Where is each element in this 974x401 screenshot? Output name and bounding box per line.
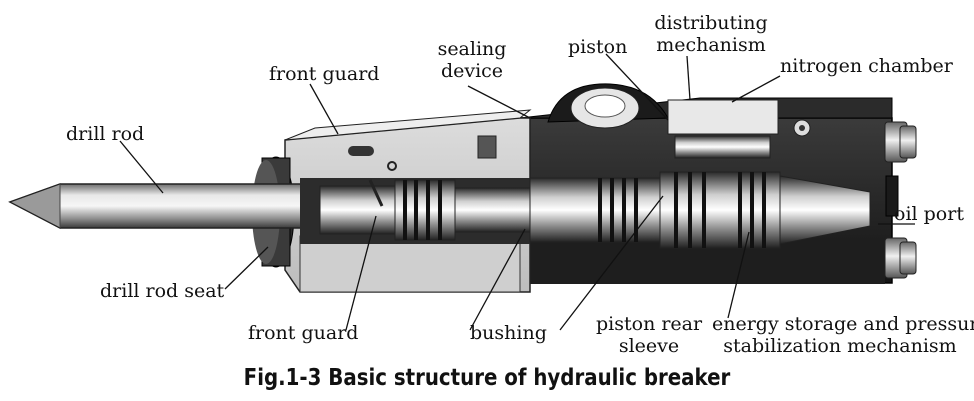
pin	[368, 161, 397, 207]
label-sealing-device-line2: device	[440, 60, 504, 82]
label-piston-rear-line2: sleeve	[618, 335, 680, 357]
label-sealing-device-line1: sealing	[437, 38, 507, 60]
label-nitrogen-chamber: nitrogen chamber	[780, 55, 953, 77]
distributing-mechanism	[547, 83, 811, 159]
seal-rings	[403, 172, 766, 248]
label-distributing-mechanism: distributing mechanism	[650, 12, 772, 56]
label-front-guard-top: front guard	[269, 63, 380, 85]
label-energy-line2: stabilization mechanism	[723, 335, 957, 357]
leader-lines	[119, 53, 915, 331]
label-sealing-device: sealing device	[432, 38, 512, 82]
drill-rod	[8, 183, 321, 229]
label-oil-port: oil port	[894, 203, 964, 225]
piston-assembly	[319, 171, 871, 249]
label-drill-rod: drill rod	[66, 123, 145, 145]
label-energy-storage: energy storage and pressure stabilizatio…	[712, 313, 974, 357]
figure-caption: Fig.1-3 Basic structure of hydraulic bre…	[243, 365, 731, 391]
label-piston-rear-sleeve: piston rear sleeve	[596, 313, 702, 357]
label-distributing-line2: mechanism	[656, 34, 766, 56]
label-drill-rod-seat: drill rod seat	[100, 280, 225, 302]
label-piston-rear-line1: piston rear	[596, 313, 703, 335]
label-front-guard-bottom: front guard	[248, 322, 359, 344]
label-energy-line1: energy storage and pressure	[712, 313, 974, 335]
label-piston: piston	[568, 36, 628, 58]
label-distributing-line1: distributing	[654, 12, 768, 34]
label-bushing: bushing	[470, 322, 547, 344]
end-bolts	[884, 121, 917, 279]
